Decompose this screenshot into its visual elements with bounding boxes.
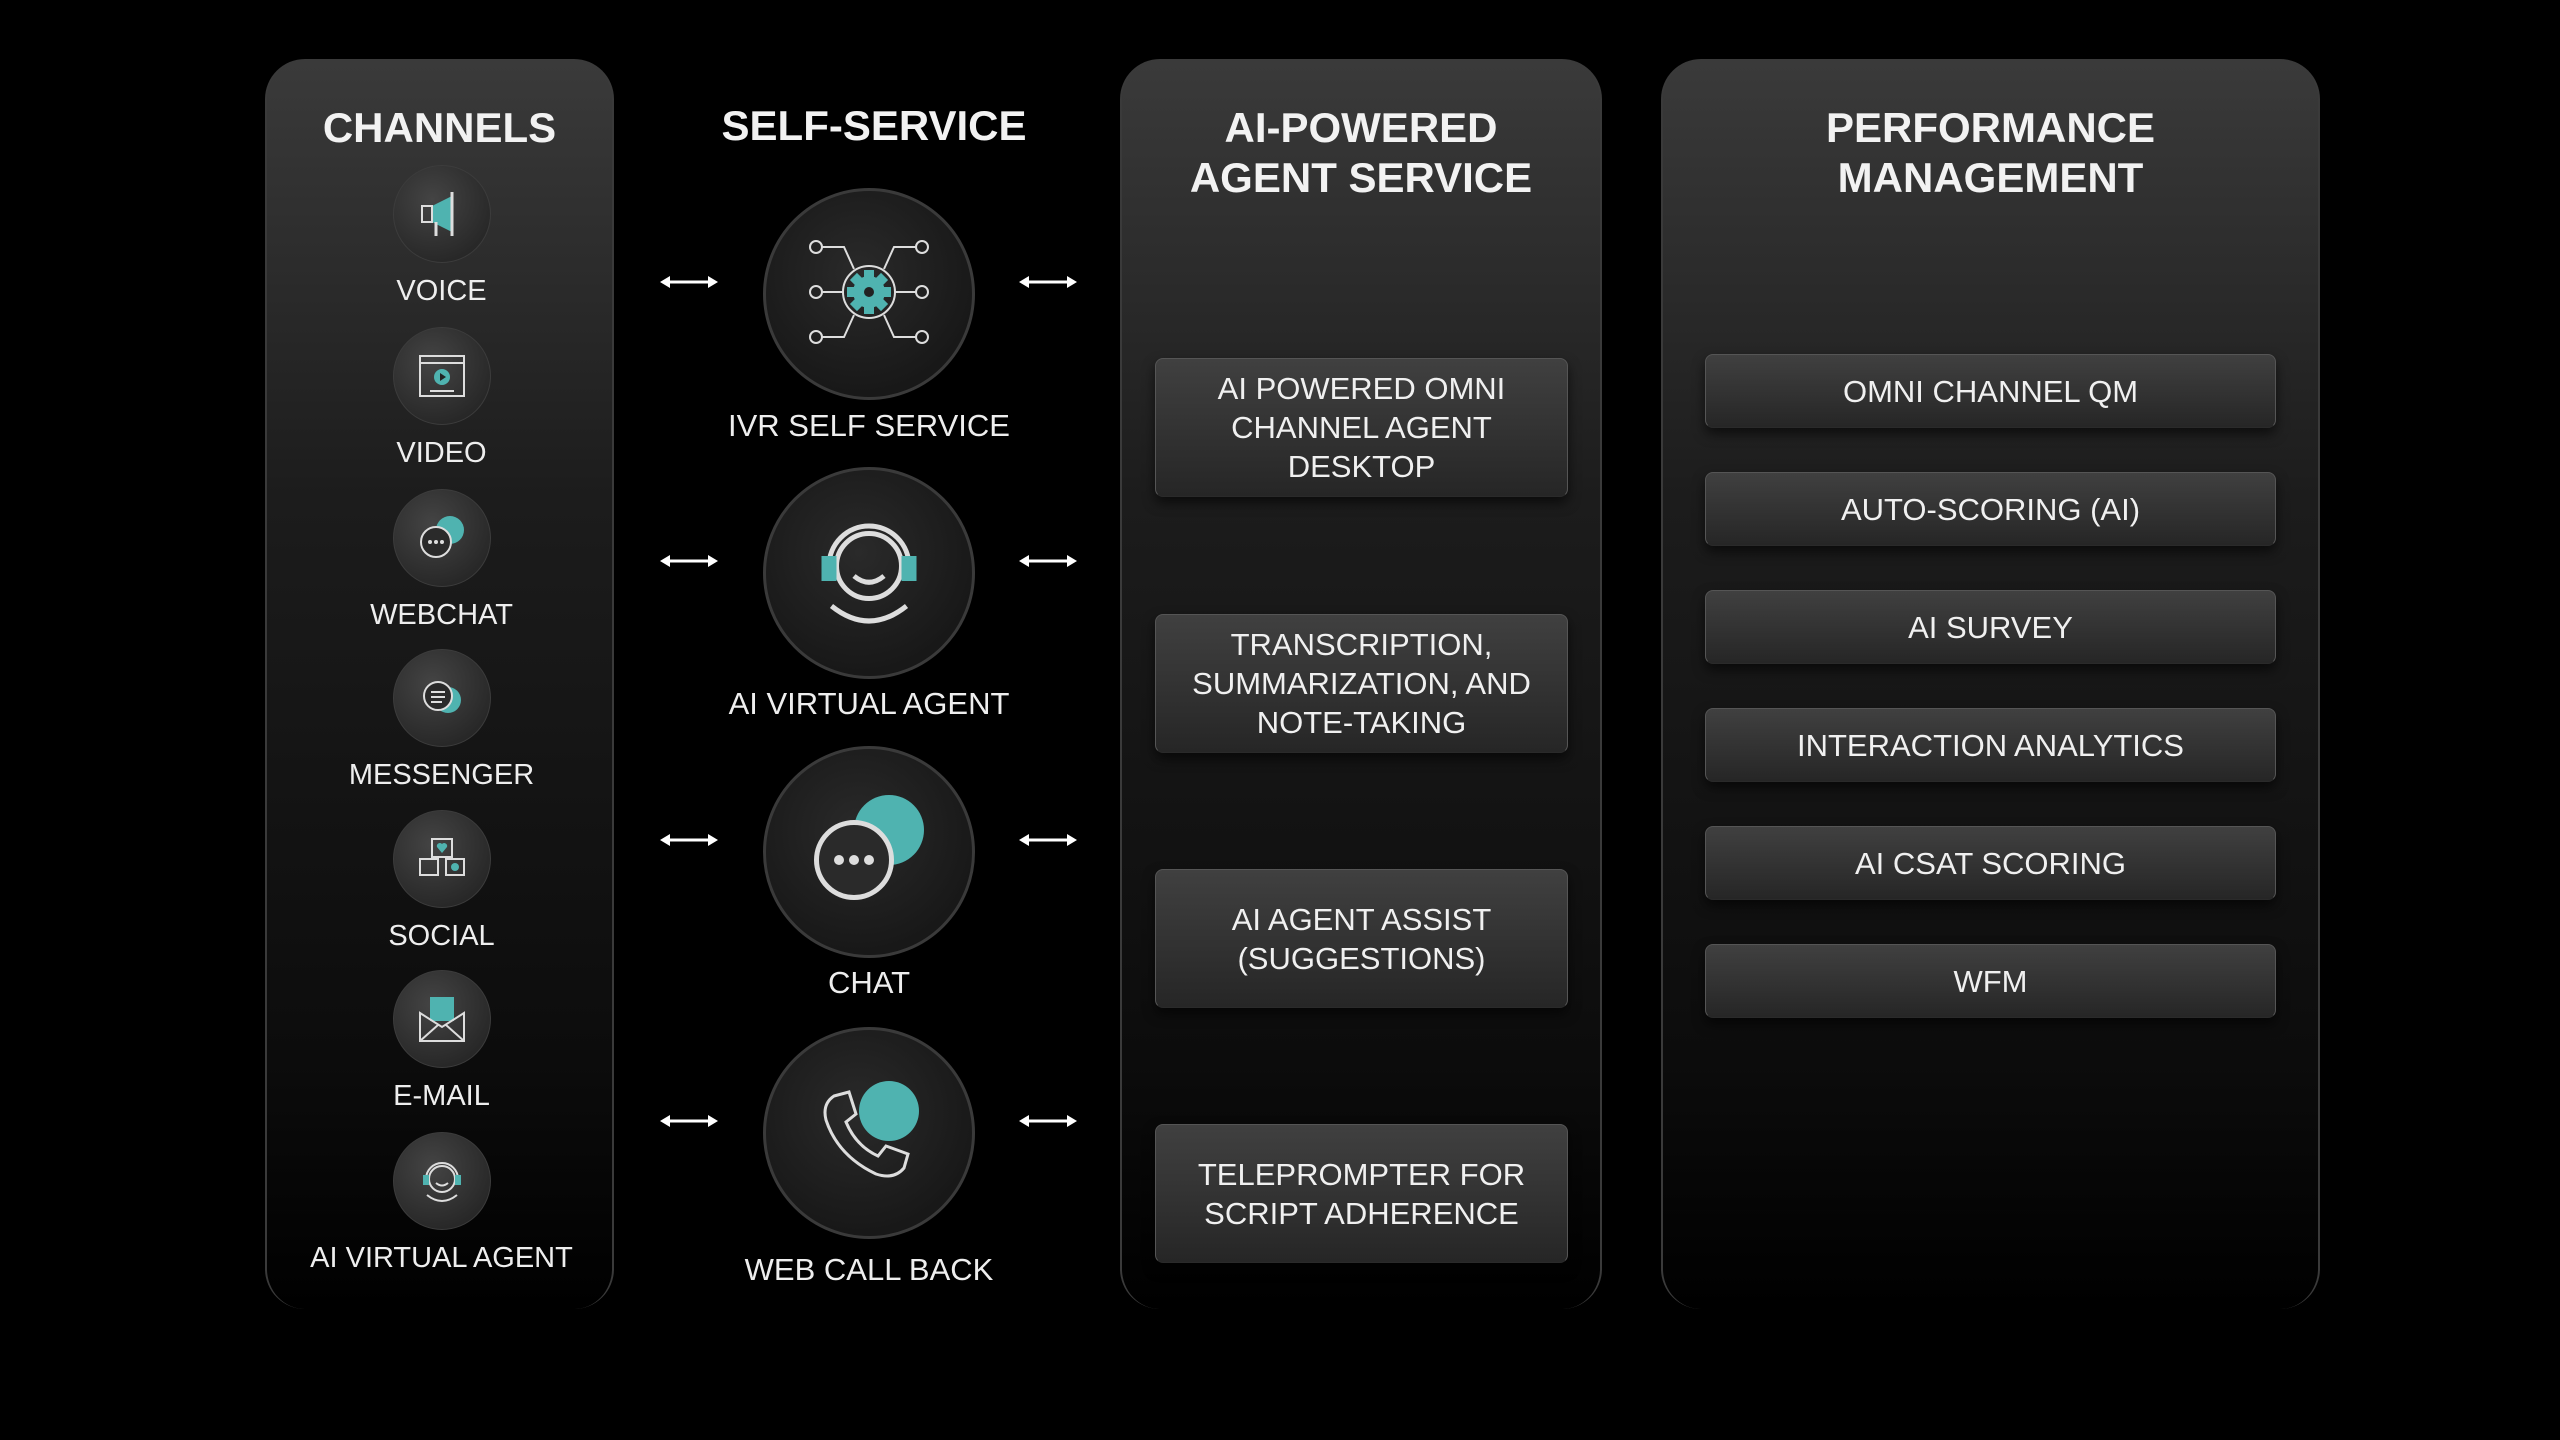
title-line: AGENT SERVICE [1189,154,1533,201]
performance-box[interactable]: WFM [1705,944,2276,1018]
channel-item[interactable]: WEBCHAT [267,489,616,632]
headset-agent-icon [794,496,944,651]
phone-callback-icon [794,1056,944,1211]
channel-label: VIDEO [396,437,487,469]
channel-label: SOCIAL [388,920,495,952]
bidirectional-arrow-icon [660,272,718,292]
channels-title: CHANNELS [322,104,557,151]
performance-box[interactable]: AI SURVEY [1705,590,2276,664]
agent-service-box[interactable]: AI AGENT ASSIST (SUGGESTIONS) [1155,869,1568,1008]
channel-item[interactable]: SOCIAL [267,810,616,953]
megaphone-icon [392,165,491,263]
agent-service-box[interactable]: AI POWERED OMNI CHANNEL AGENT DESKTOP [1155,358,1568,497]
agent-service-box[interactable]: TRANSCRIPTION, SUMMARIZATION, AND NOTE-T… [1155,614,1568,753]
channel-label: VOICE [396,275,487,307]
bidirectional-arrow-icon [1019,1111,1077,1131]
self-service-label: CHAT [827,965,911,1000]
channel-item[interactable]: VIDEO [267,327,616,470]
messenger-icon [392,649,491,747]
channel-item[interactable]: MESSENGER [267,649,616,792]
chat-bubbles-icon [794,775,944,930]
bidirectional-arrow-icon [1019,551,1077,571]
performance-box[interactable]: OMNI CHANNEL QM [1705,354,2276,428]
channel-label: MESSENGER [348,759,535,791]
channels-panel: CHANNELS VOICE VIDEO WEBCHAT MESSENGER SOCIA… [265,59,614,1309]
bidirectional-arrow-icon [660,1111,718,1131]
bidirectional-arrow-icon [660,551,718,571]
channel-label: AI VIRTUAL AGENT [310,1242,573,1274]
title-line: PERFORMANCE [1825,104,2155,151]
gear-network-icon [794,217,944,372]
performance-box[interactable]: AI CSAT SCORING [1705,826,2276,900]
self-service-label: WEB CALL BACK [744,1252,994,1287]
title-line: AI-POWERED [1224,104,1498,151]
channel-item[interactable]: E-MAIL [267,970,616,1113]
self-service-label: IVR SELF SERVICE [728,408,1010,443]
bidirectional-arrow-icon [1019,272,1077,292]
bidirectional-arrow-icon [660,830,718,850]
self-service-item[interactable] [763,746,975,958]
channel-label: WEBCHAT [370,599,513,631]
video-player-icon [392,327,491,425]
performance-box[interactable]: INTERACTION ANALYTICS [1705,708,2276,782]
chat-bubbles-icon [392,489,491,587]
self-service-item[interactable] [763,467,975,679]
headset-agent-icon [392,1132,491,1230]
title-line: MANAGEMENT [1837,154,2144,201]
performance-box[interactable]: AUTO-SCORING (AI) [1705,472,2276,546]
channel-item[interactable]: AI VIRTUAL AGENT [267,1132,616,1275]
self-service-item[interactable] [763,188,975,400]
channel-label: E-MAIL [393,1080,490,1112]
self-service-title: SELF-SERVICE [721,102,1027,149]
bidirectional-arrow-icon [1019,830,1077,850]
self-service-label: AI VIRTUAL AGENT [728,686,1010,721]
self-service-item[interactable] [763,1027,975,1239]
channel-item[interactable]: VOICE [267,165,616,308]
agent-service-box[interactable]: TELEPROMPTER FOR SCRIPT ADHERENCE [1155,1124,1568,1263]
envelope-icon [392,970,491,1068]
social-icon [392,810,491,908]
